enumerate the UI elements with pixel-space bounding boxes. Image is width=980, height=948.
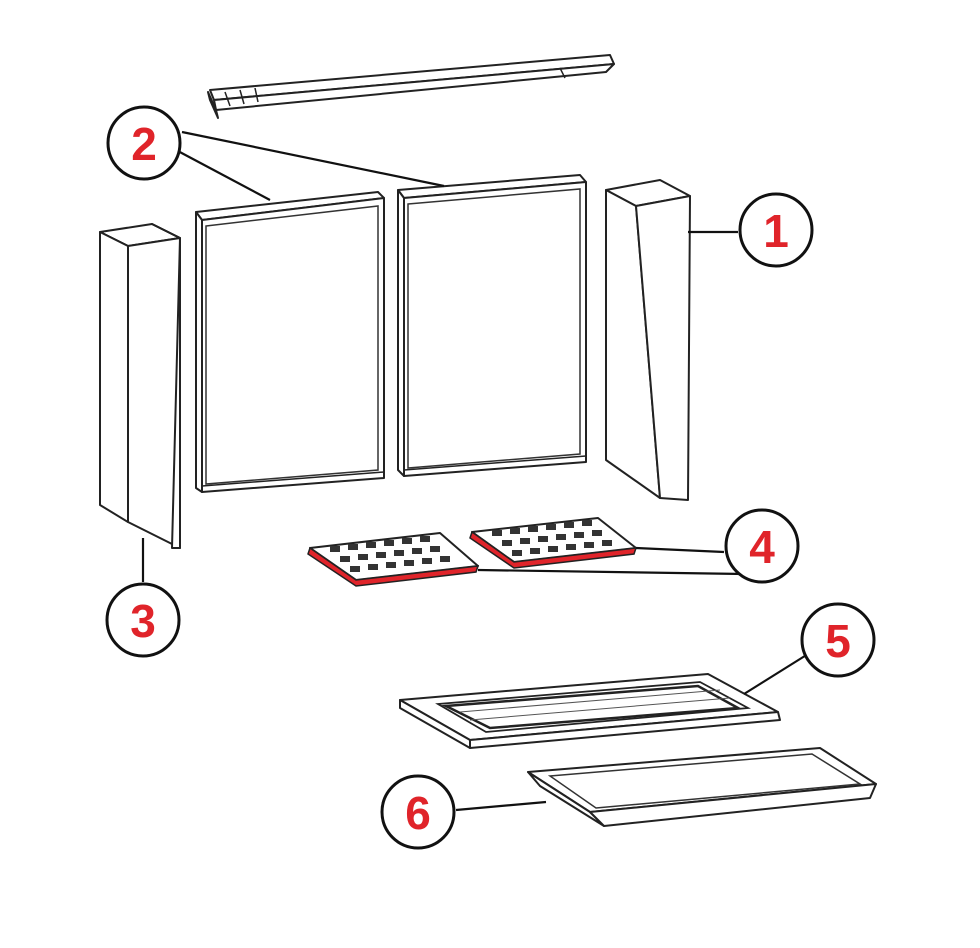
part-6-ash-pan	[527, 747, 877, 827]
leader-4a	[635, 546, 725, 554]
leader-2b	[181, 130, 445, 188]
part-2-rear-panel-right	[397, 174, 587, 477]
svg-text:4: 4	[749, 521, 775, 573]
leader-6	[455, 800, 547, 812]
svg-text:5: 5	[825, 615, 851, 667]
part-5-grate-frame	[399, 673, 781, 749]
callout-1: 1	[738, 192, 814, 268]
top-baffle-rail	[207, 54, 615, 119]
svg-text:3: 3	[130, 595, 156, 647]
svg-text:6: 6	[405, 787, 431, 839]
callout-6: 6	[380, 774, 456, 850]
leader-4b	[477, 568, 745, 576]
svg-text:2: 2	[131, 118, 157, 170]
part-3-left-side-panel	[99, 223, 181, 549]
leader-5	[743, 653, 809, 695]
leader-lines	[141, 130, 809, 812]
callout-3: 3	[105, 582, 181, 658]
part-2-rear-panel-left	[195, 191, 385, 493]
callout-5: 5	[800, 602, 876, 678]
svg-text:1: 1	[763, 205, 789, 257]
part-1-right-side-panel	[605, 179, 691, 501]
part-4-grate-left	[307, 532, 480, 587]
callout-2: 2	[106, 105, 182, 181]
callout-4: 4	[724, 508, 800, 584]
leader-2a	[175, 149, 271, 201]
part-4-grate-right	[469, 517, 638, 569]
